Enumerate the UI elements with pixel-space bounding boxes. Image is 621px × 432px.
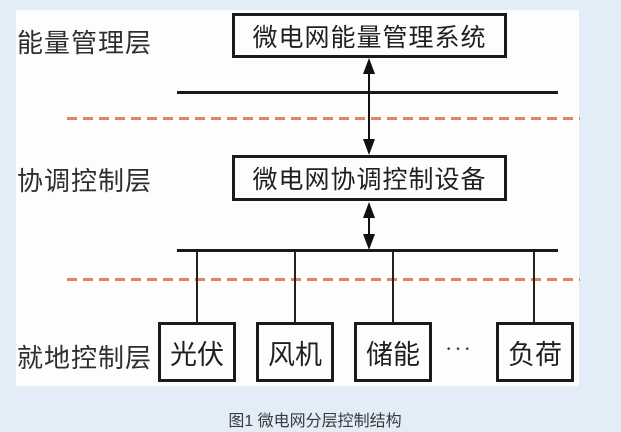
layer-label-energy-management: 能量管理层 (17, 29, 153, 58)
device-box-pv: 光伏 (158, 322, 236, 382)
arrow-shaft (368, 212, 370, 240)
layer-label-coordination-control: 协调控制层 (17, 167, 153, 196)
arrow-shaft (368, 68, 370, 145)
bidirectional-arrow-ccd-bus (362, 202, 376, 250)
connector-line-storage (392, 252, 394, 322)
box-coordination-control-device: 微电网协调控制设备 (232, 155, 507, 201)
layer-divider-upper (67, 117, 580, 120)
ellipsis-more-devices: ··· (445, 336, 473, 361)
device-label: 光伏 (170, 339, 224, 370)
box-label: 微电网协调控制设备 (252, 167, 487, 194)
connector-line-pv (196, 252, 198, 322)
figure-caption: 图1 微电网分层控制结构 (228, 413, 402, 430)
device-label: 风机 (268, 339, 322, 370)
connector-line-load (533, 252, 535, 322)
box-energy-management-system: 微电网能量管理系统 (232, 13, 507, 58)
arrow-up-icon (363, 202, 375, 218)
box-label: 微电网能量管理系统 (252, 24, 487, 52)
device-box-storage: 储能 (354, 322, 432, 382)
arrow-down-icon (363, 139, 375, 155)
arrow-up-icon (363, 58, 375, 74)
device-label: 储能 (366, 339, 420, 370)
bidirectional-arrow-ems-ccd (362, 58, 376, 155)
layer-divider-lower (67, 278, 580, 281)
bus-line-upper (177, 91, 558, 94)
device-box-wind: 风机 (256, 322, 334, 382)
connector-line-wind (294, 252, 296, 322)
device-label: 负荷 (508, 339, 562, 370)
device-box-load: 负荷 (496, 322, 574, 382)
bus-line-lower (177, 249, 558, 252)
layer-label-local-control: 就地控制层 (17, 344, 153, 373)
arrow-down-icon (363, 234, 375, 250)
